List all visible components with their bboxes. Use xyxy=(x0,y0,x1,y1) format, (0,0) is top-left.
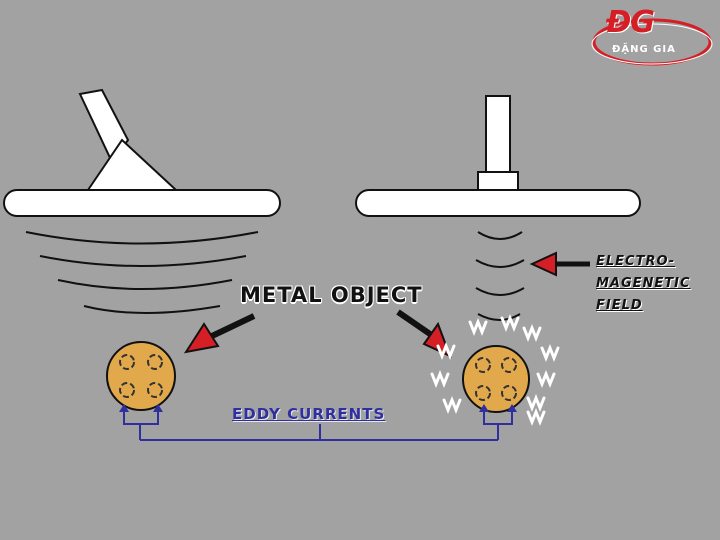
brand-logo xyxy=(591,18,713,66)
eddy-current-arrowheads xyxy=(119,404,517,412)
metal-object-left xyxy=(106,341,176,411)
brand-logo-text: ĐẶNG GIA xyxy=(612,44,676,55)
right-detector-icon xyxy=(355,95,641,217)
field-pointer-arrow xyxy=(529,251,590,277)
right-field-chevrons xyxy=(475,231,525,321)
eddy-current-bracket xyxy=(123,410,513,441)
field-label-line3: FIELD xyxy=(596,298,643,313)
metal-arrow-left xyxy=(183,313,256,354)
left-field-lines xyxy=(25,231,259,314)
eddy-currents-label: EDDY CURRENTS xyxy=(232,405,386,423)
brand-logo-mark: ĐG xyxy=(606,5,655,40)
metal-arrow-right xyxy=(396,309,452,358)
metal-object-right xyxy=(462,345,530,413)
metal-object-label: METAL OBJECT xyxy=(240,283,423,307)
field-label-line2: MAGENETIC xyxy=(596,276,691,291)
eddy-wave-squiggles xyxy=(430,313,560,427)
field-label-line1: ELECTRO- xyxy=(596,254,676,269)
left-detector-icon xyxy=(3,88,281,217)
